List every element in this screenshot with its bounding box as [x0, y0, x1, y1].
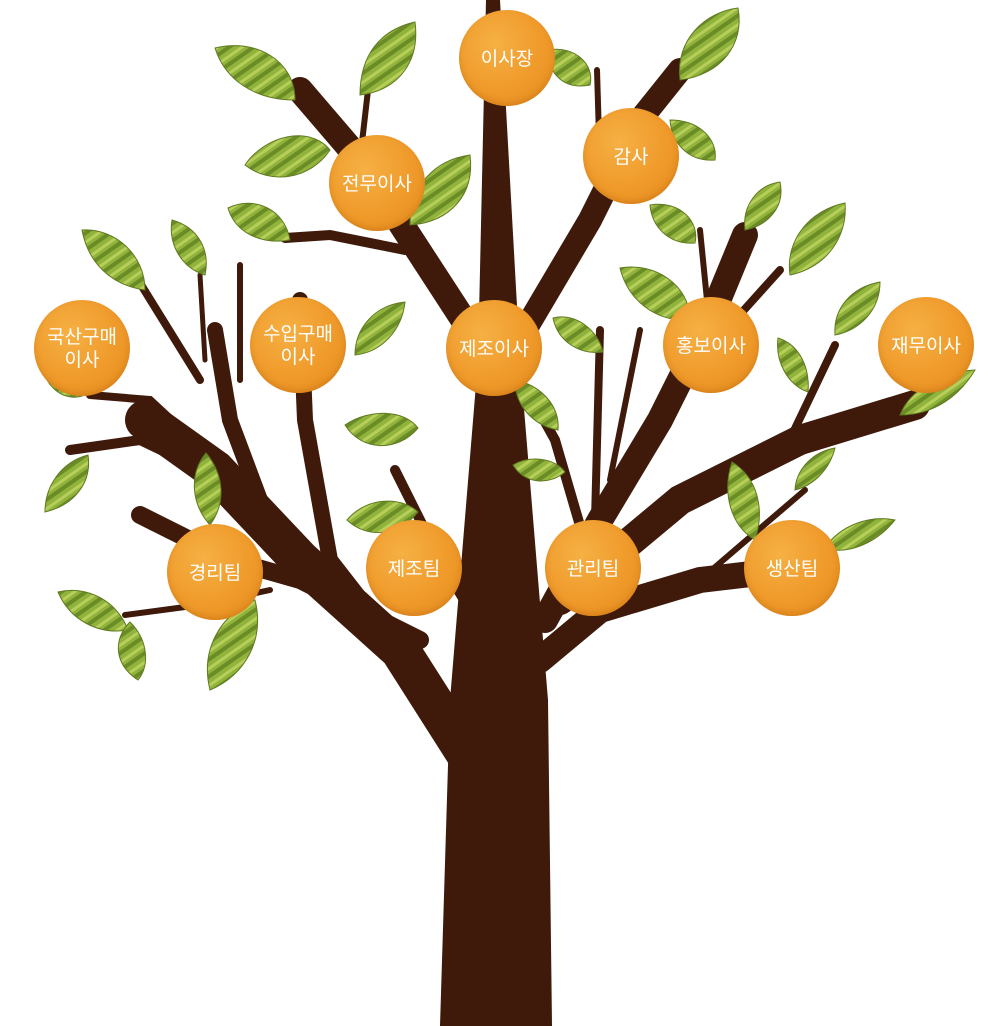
node-finance-director[interactable]: 재무이사 — [878, 297, 974, 393]
leaf — [171, 220, 206, 275]
leaf — [215, 46, 295, 100]
leaf — [825, 519, 895, 550]
leaf — [345, 413, 418, 445]
node-executive-director[interactable]: 전무이사 — [329, 135, 425, 231]
node-management-team[interactable]: 관리팀 — [545, 520, 641, 616]
leaf — [789, 203, 845, 275]
leaf — [360, 22, 416, 95]
leaf — [228, 203, 290, 241]
leaf — [82, 230, 145, 290]
node-import-purchasing-director[interactable]: 수입구매 이사 — [250, 297, 346, 393]
node-domestic-purchasing-director[interactable]: 국산구매 이사 — [34, 300, 130, 396]
leaf — [355, 302, 405, 355]
node-chairman[interactable]: 이사장 — [459, 10, 555, 106]
node-manufacturing-team[interactable]: 제조팀 — [366, 520, 462, 616]
leaf — [679, 8, 739, 80]
leaf — [245, 136, 330, 177]
leaf — [835, 282, 880, 335]
tree-trunk — [440, 0, 552, 1026]
node-accounting-team[interactable]: 경리팀 — [167, 524, 263, 620]
leaf — [745, 182, 781, 230]
leaf — [553, 317, 603, 353]
node-auditor[interactable]: 감사 — [583, 108, 679, 204]
leaf — [778, 338, 809, 392]
node-manufacturing-director[interactable]: 제조이사 — [446, 300, 542, 396]
leaf — [650, 204, 696, 243]
node-pr-director[interactable]: 홍보이사 — [663, 297, 759, 393]
node-production-team[interactable]: 생산팀 — [744, 520, 840, 616]
leaf — [45, 455, 89, 512]
leaf — [58, 590, 128, 631]
